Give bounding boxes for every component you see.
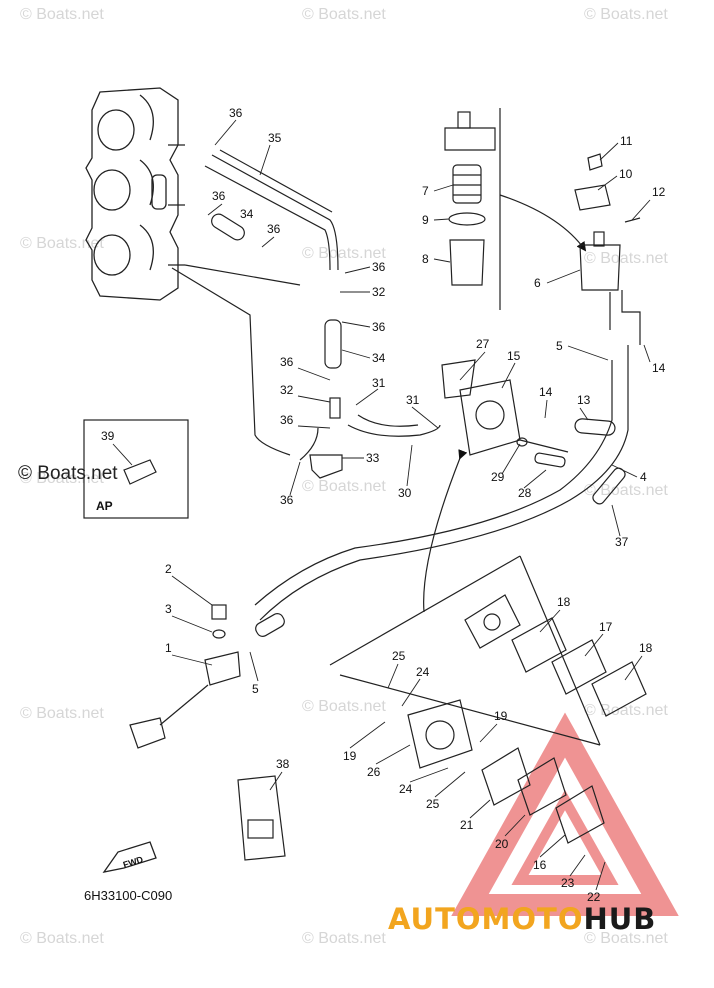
brand-part2: HUB <box>583 902 657 936</box>
part-label: 39 <box>101 429 115 443</box>
part-labels: 36 35 36 34 36 36 32 36 34 36 32 31 36 3… <box>101 106 666 904</box>
brand-wordmark: AUTOMOTOHUB <box>388 902 656 936</box>
part-label: 30 <box>398 486 412 500</box>
watermark: © Boats.net <box>20 705 104 722</box>
part-label: 28 <box>518 486 532 500</box>
part-label: 7 <box>422 184 429 198</box>
watermark: © Boats.net <box>20 235 104 252</box>
part-label: 31 <box>372 376 386 390</box>
brand-part1: AUTOMOTO <box>388 902 584 936</box>
part-label: 1 <box>165 641 172 655</box>
ap-box: AP <box>83 419 189 519</box>
diagram-code: 6H33100-C090 <box>84 888 173 903</box>
part-label: 9 <box>422 213 429 227</box>
part-label: 34 <box>240 207 254 221</box>
watermark-strong: © Boats.net <box>18 463 118 484</box>
watermark: © Boats.net <box>20 930 104 947</box>
gasket-kit <box>329 555 647 844</box>
part-label: 19 <box>494 709 508 723</box>
fuel-pump-center <box>347 359 616 613</box>
part-label: 32 <box>372 285 386 299</box>
part-label: 24 <box>416 665 430 679</box>
part-label: 23 <box>561 876 575 890</box>
part-label: 12 <box>652 185 666 199</box>
watermark: © Boats.net <box>584 6 668 23</box>
part-label: 36 <box>267 222 281 236</box>
part-label: 25 <box>426 797 440 811</box>
part-label: 18 <box>557 595 571 609</box>
part-label: 33 <box>366 451 380 465</box>
part-label: 10 <box>619 167 633 181</box>
watermark: © Boats.net <box>584 250 668 267</box>
part-label: 20 <box>495 837 509 851</box>
part-label: 17 <box>599 620 613 634</box>
part-label: 5 <box>252 682 259 696</box>
watermark: © Boats.net <box>20 470 104 487</box>
part-label: 35 <box>268 131 282 145</box>
main-hose <box>254 345 629 637</box>
watermark: © Boats.net <box>302 930 386 947</box>
part-label: 29 <box>491 470 505 484</box>
part-label: 36 <box>372 320 386 334</box>
watermark: © Boats.net <box>20 6 104 23</box>
part-label: 26 <box>367 765 381 779</box>
part-label: 36 <box>280 493 294 507</box>
part-label: 36 <box>372 260 386 274</box>
watermark: © Boats.net <box>302 698 386 715</box>
part-label: 36 <box>280 413 294 427</box>
leader-lines <box>112 119 651 891</box>
part-label: 3 <box>165 602 172 616</box>
joint-parts <box>129 604 241 749</box>
gasket-packet <box>237 775 286 861</box>
part-label: 6 <box>534 276 541 290</box>
part-label: 21 <box>460 818 474 832</box>
part-label: 32 <box>280 383 294 397</box>
ap-label: AP <box>96 499 113 513</box>
part-label: 2 <box>165 562 172 576</box>
fuel-filter <box>444 108 641 345</box>
part-label: 22 <box>587 890 601 904</box>
part-label: 34 <box>372 351 386 365</box>
part-label: 8 <box>422 252 429 266</box>
part-label: 18 <box>639 641 653 655</box>
watermark: © Boats.net <box>584 482 668 499</box>
watermark: © Boats.net <box>302 478 386 495</box>
part-label: 16 <box>533 858 547 872</box>
part-label: 19 <box>343 749 357 763</box>
part-label: 31 <box>406 393 420 407</box>
watermark: © Boats.net <box>584 930 668 947</box>
cylinder-block <box>85 87 185 301</box>
fwd-arrow-icon: FWD <box>102 841 157 873</box>
part-label: 37 <box>615 535 629 549</box>
brand-logo <box>451 712 679 916</box>
part-label: 27 <box>476 337 490 351</box>
part-label: 38 <box>276 757 290 771</box>
part-label: 14 <box>539 385 553 399</box>
part-label: 36 <box>229 106 243 120</box>
part-label: 13 <box>577 393 591 407</box>
part-label: 36 <box>212 189 226 203</box>
fwd-label: FWD <box>122 854 145 870</box>
watermark: © Boats.net <box>302 245 386 262</box>
hoses-left <box>171 149 343 479</box>
part-label: 4 <box>640 470 647 484</box>
part-label: 25 <box>392 649 406 663</box>
part-label: 11 <box>620 134 633 148</box>
part-label: 36 <box>280 355 294 369</box>
part-label: 5 <box>556 339 563 353</box>
part-label: 15 <box>507 349 521 363</box>
part-label: 14 <box>652 361 666 375</box>
part-label: 24 <box>399 782 413 796</box>
watermark: © Boats.net <box>302 6 386 23</box>
